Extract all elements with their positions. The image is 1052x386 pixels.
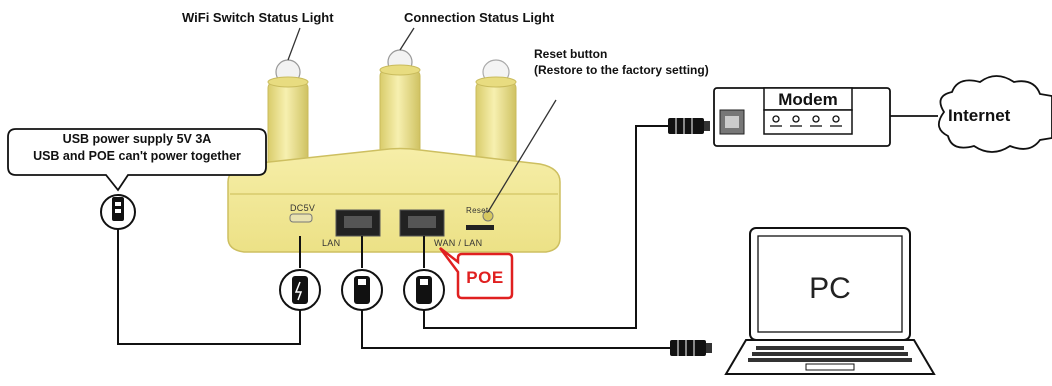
- modem-label: Modem: [778, 90, 838, 109]
- pc-label: PC: [809, 272, 851, 305]
- callout-lines: [287, 27, 557, 213]
- usb-power-note: USB power supply 5V 3A USB and POE can't…: [8, 131, 266, 165]
- reset-button-description: (Restore to the factory setting): [534, 63, 709, 77]
- wan-port-label: WAN / LAN: [434, 238, 483, 248]
- modem-device: [713, 87, 938, 147]
- reset-button-label: Reset button: [534, 47, 608, 61]
- poe-badge: [439, 247, 514, 300]
- usb-connector-circle: [100, 194, 136, 230]
- usb-speech-bubble: [7, 128, 267, 192]
- modem-ethernet-plug: [668, 118, 710, 134]
- reset-port-label: Reset: [466, 206, 489, 215]
- usb-power-line2: USB and POE can't power together: [33, 149, 241, 163]
- pc-ethernet-plug: [670, 340, 712, 356]
- lan-port-label: LAN: [322, 238, 341, 248]
- wifi-status-light-label: WiFi Switch Status Light: [182, 10, 334, 25]
- wan-connector-circle: [403, 236, 445, 311]
- laptop-pc: [724, 227, 936, 375]
- poe-label: POE: [466, 268, 504, 287]
- dc-connector-circle: [279, 236, 321, 311]
- router-body: [227, 147, 561, 253]
- dc-port-label: DC5V: [290, 203, 316, 213]
- connection-status-light-label: Connection Status Light: [404, 10, 555, 25]
- antenna-middle: [379, 49, 421, 175]
- internet-label: Internet: [948, 106, 1011, 125]
- cables: [117, 125, 670, 349]
- internet-cloud: [938, 75, 1052, 153]
- lan-connector-circle: [341, 236, 383, 311]
- usb-power-line1: USB power supply 5V 3A: [62, 132, 212, 146]
